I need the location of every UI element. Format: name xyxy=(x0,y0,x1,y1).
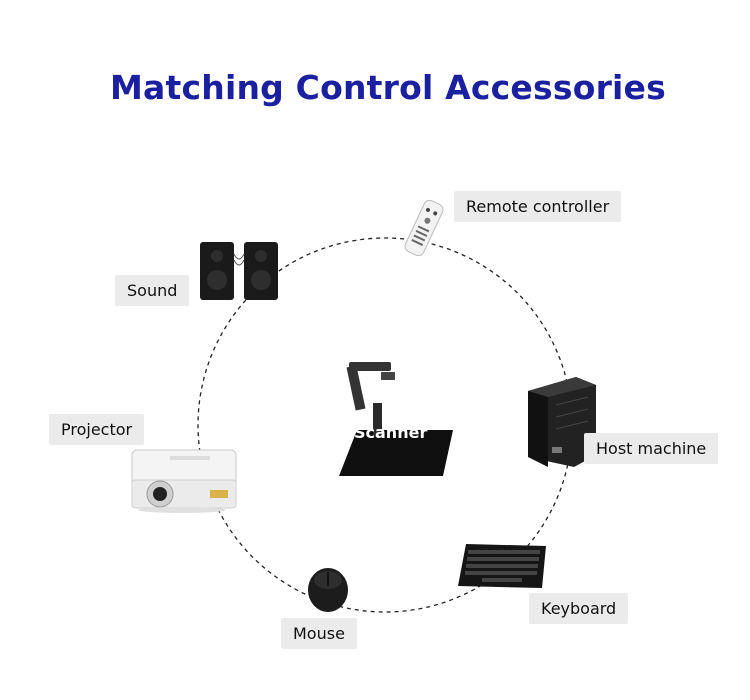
remote-controller-label: Remote controller xyxy=(454,191,622,222)
host-machine-label: Host machine xyxy=(584,433,719,464)
keyboard-icon xyxy=(456,540,550,592)
projector-icon xyxy=(130,446,238,514)
remote-control-icon xyxy=(400,198,448,258)
diagram-title: Matching Control Accessories xyxy=(110,68,666,107)
pc-tower-icon xyxy=(526,367,598,471)
document-camera-scanner-icon xyxy=(335,358,460,478)
projector-label: Projector xyxy=(49,414,145,445)
speakers-icon xyxy=(198,240,280,302)
mouse-label: Mouse xyxy=(281,618,357,649)
sound-label: Sound xyxy=(115,275,190,306)
scanner-label: Scanner xyxy=(354,423,428,442)
mouse-icon xyxy=(302,566,354,614)
keyboard-label: Keyboard xyxy=(529,593,629,624)
